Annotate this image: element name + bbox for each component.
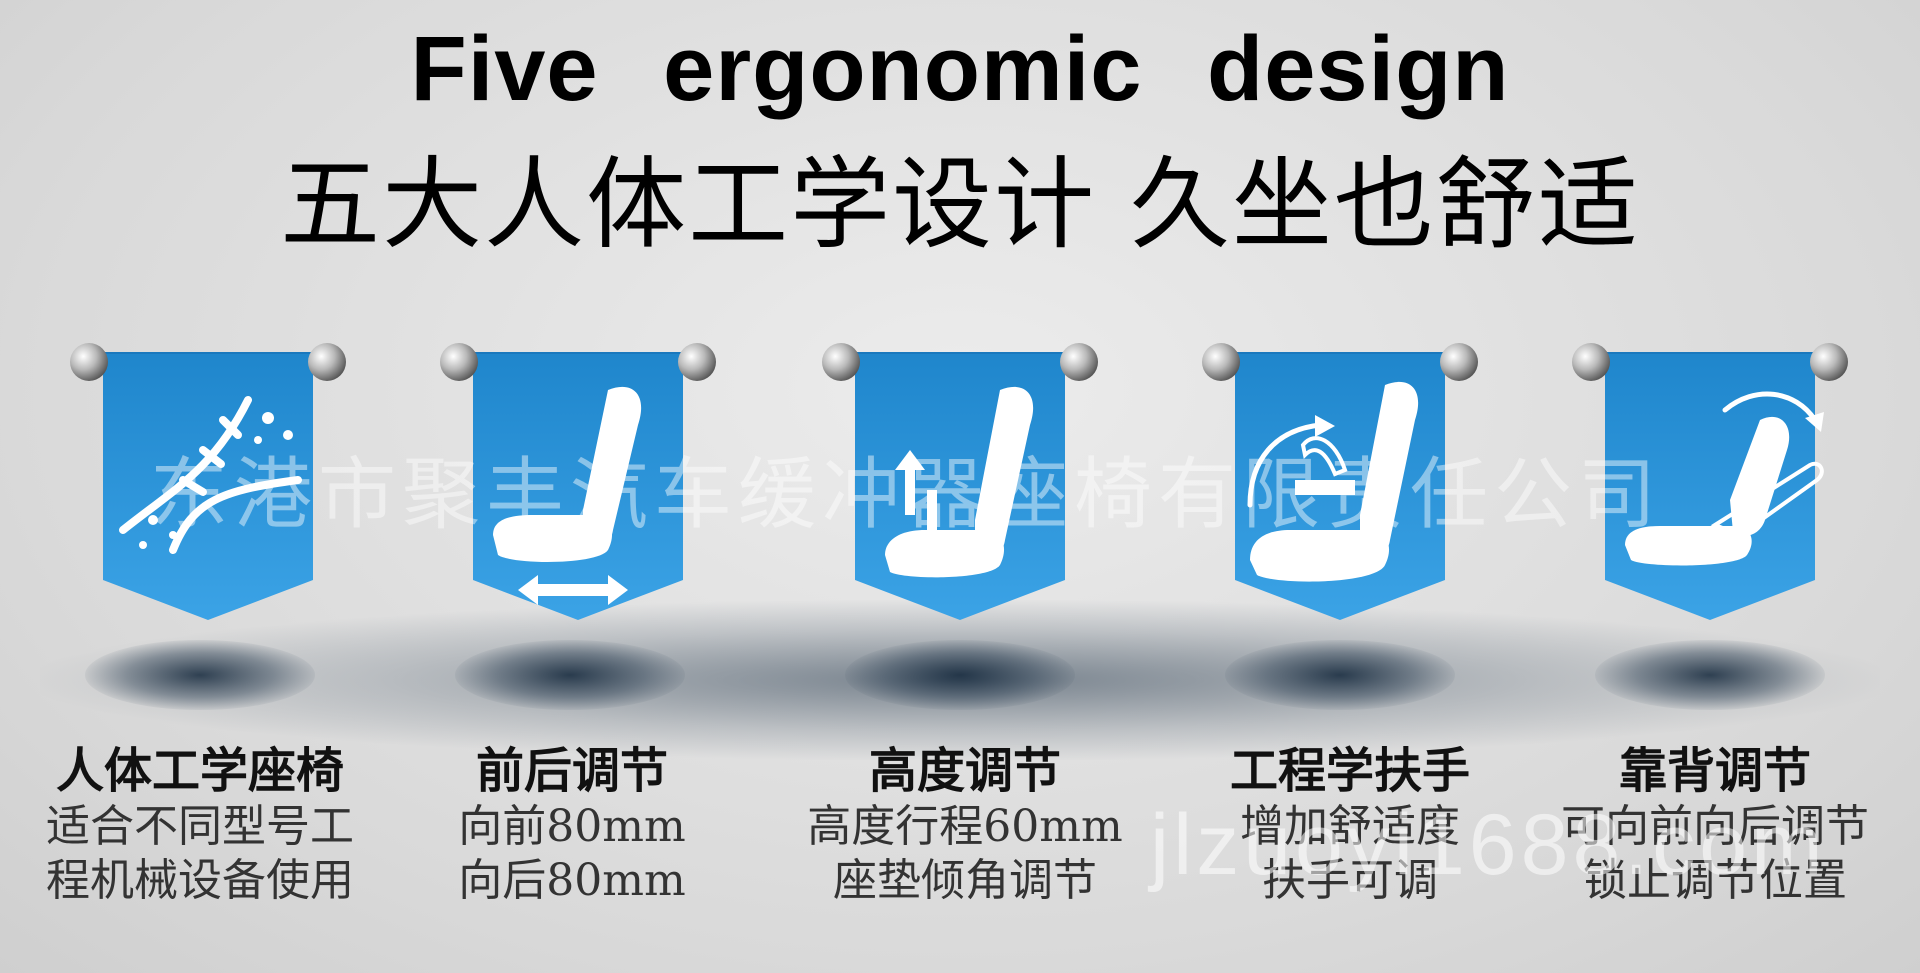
feature-desc: 锁止调节位置 bbox=[1583, 855, 1847, 906]
banner-backrest bbox=[1565, 340, 1855, 640]
feature-banners bbox=[0, 340, 1920, 640]
banner-shadow bbox=[455, 640, 685, 710]
feature-ergonomic-seat: 人体工学座椅 适合不同型号工 程机械设备使用 bbox=[10, 742, 390, 908]
banner-shadow bbox=[845, 640, 1075, 710]
title-chinese: 五大人体工学设计 久坐也舒适 bbox=[280, 146, 1640, 263]
feature-armrest: 工程学扶手 增加舒适度 扶手可调 bbox=[1160, 742, 1540, 908]
feature-desc: 座垫倾角调节 bbox=[833, 855, 1097, 906]
feature-height: 高度调节 高度行程60mm 座垫倾角调节 bbox=[775, 742, 1155, 908]
feature-desc: 增加舒适度 bbox=[1240, 801, 1460, 852]
url-watermark: jlzuoyi1688.com bbox=[1150, 797, 1827, 893]
feature-title: 靠背调节 bbox=[1618, 743, 1811, 799]
seat-recline-icon bbox=[1625, 416, 1824, 566]
feature-backrest: 靠背调节 可向前向后调节 锁止调节位置 bbox=[1525, 742, 1905, 908]
banner-front-back bbox=[433, 340, 723, 640]
banner-ergonomic-seat bbox=[63, 340, 353, 640]
dna-icon bbox=[119, 396, 302, 554]
feature-front-back: 前后调节 向前80mm 向后80mm bbox=[382, 742, 762, 908]
feature-title: 人体工学座椅 bbox=[55, 743, 344, 799]
feature-title: 高度调节 bbox=[868, 743, 1061, 799]
feature-desc: 高度行程60mm bbox=[807, 801, 1123, 852]
title-english: Five ergonomic design bbox=[410, 18, 1510, 120]
seat-height-icon bbox=[885, 386, 1034, 578]
banner-shadow bbox=[1595, 640, 1825, 710]
feature-desc: 可向前向后调节 bbox=[1561, 801, 1869, 852]
seat-armrest-icon bbox=[1250, 381, 1419, 582]
seat-slide-icon bbox=[493, 386, 642, 605]
feature-desc: 适合不同型号工 bbox=[46, 801, 354, 852]
company-watermark: 东港市聚丰汽车缓冲器座椅有限责任公司 bbox=[150, 450, 1663, 540]
banner-shadow bbox=[1225, 640, 1455, 710]
feature-title: 工程学扶手 bbox=[1229, 743, 1470, 799]
feature-title: 前后调节 bbox=[475, 743, 668, 799]
feature-desc: 程机械设备使用 bbox=[46, 855, 354, 906]
banner-height bbox=[815, 340, 1105, 640]
banner-armrest bbox=[1195, 340, 1485, 640]
feature-desc: 向后80mm bbox=[458, 855, 686, 906]
banner-shadow bbox=[85, 640, 315, 710]
feature-desc: 向前80mm bbox=[458, 801, 686, 852]
feature-desc: 扶手可调 bbox=[1262, 855, 1438, 906]
